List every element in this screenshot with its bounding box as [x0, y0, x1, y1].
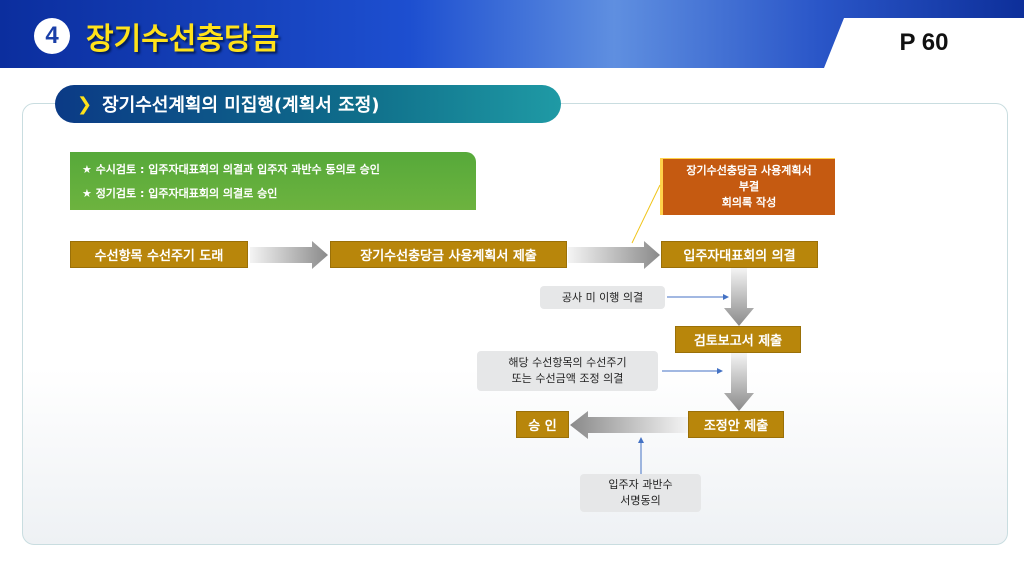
- condition-line: 또는 수선금액 조정 의결: [511, 372, 624, 385]
- arrow-right: [250, 241, 328, 269]
- step-repair-cycle: 수선항목 수선주기 도래: [70, 241, 248, 268]
- note: ★ 정기검토 : 입주자대표회의 의결로 승인: [82, 187, 278, 200]
- callout-line: 장기수선충당금 사용계획서: [686, 164, 812, 177]
- callout-line: 회의록 작성: [721, 196, 777, 209]
- chevron-right-icon: ❯: [77, 93, 93, 115]
- condition-line: 입주자 과반수: [608, 478, 673, 491]
- page-title: 장기수선충당금: [86, 22, 280, 57]
- page-number: P 60: [824, 18, 1024, 68]
- section-number: 4: [34, 18, 70, 54]
- step-plan-submit: 장기수선충당금 사용계획서 제출: [330, 241, 567, 268]
- callout-line: [631, 184, 661, 244]
- arrow-left: [570, 411, 688, 439]
- note: ★ 수시검토 : 입주자대표회의 의결과 입주자 과반수 동의로 승인: [82, 163, 380, 176]
- condition-line: 서명동의: [620, 494, 661, 507]
- condition-line: 해당 수선항목의 수선주기: [508, 356, 627, 369]
- arrow-down: [724, 353, 754, 411]
- subtitle-bar: ❯ 장기수선계획의 미집행(계획서 조정): [55, 85, 561, 123]
- step-council-resolution: 입주자대표회의 의결: [661, 241, 818, 268]
- step-review-report: 검토보고서 제출: [675, 326, 801, 353]
- rejection-callout: 장기수선충당금 사용계획서 부결 회의록 작성: [660, 158, 835, 215]
- step-approval: 승 인: [516, 411, 569, 438]
- step-adjustment-submit: 조정안 제출: [688, 411, 784, 438]
- subtitle: 장기수선계획의 미집행(계획서 조정): [102, 95, 380, 116]
- callout-line: 부결: [738, 180, 760, 193]
- condition-not-executed: 공사 미 이행 의결: [540, 286, 665, 309]
- arrow-down: [724, 268, 754, 326]
- condition-adjust: 해당 수선항목의 수선주기 또는 수선금액 조정 의결: [477, 351, 658, 391]
- condition-resident-consent: 입주자 과반수 서명동의: [580, 474, 701, 512]
- notes-box: ★ 수시검토 : 입주자대표회의 의결과 입주자 과반수 동의로 승인 ★ 정기…: [70, 152, 476, 210]
- arrow-right: [568, 241, 660, 269]
